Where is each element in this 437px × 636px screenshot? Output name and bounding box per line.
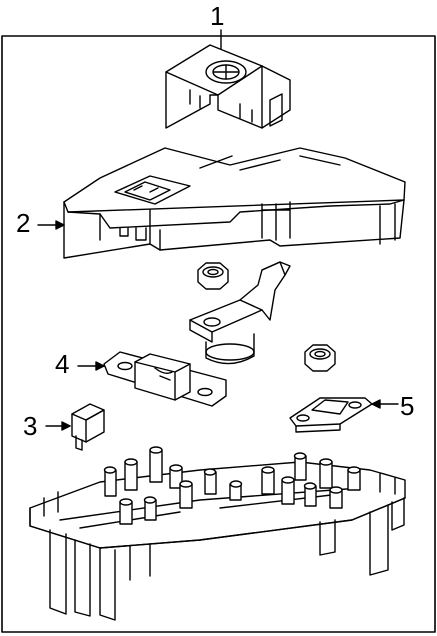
- callout-label-1: 1: [210, 1, 225, 31]
- hex-nut-lower: [304, 344, 336, 372]
- callout-label-4: 4: [55, 349, 70, 379]
- bus-bar-bracket: [189, 261, 291, 365]
- base-terminal-studs: [103, 446, 361, 525]
- terminal-cover-part: [165, 44, 291, 129]
- diagram-frame: [1, 35, 436, 633]
- fuse-box-cover-part: [63, 147, 406, 259]
- callout-label-2: 2: [16, 208, 31, 238]
- callout-label-3: 3: [23, 411, 38, 441]
- mini-fuse-part: [71, 403, 105, 451]
- mega-fuse-part: [103, 351, 227, 407]
- callout-label-5: 5: [400, 391, 415, 421]
- hex-nut-upper: [197, 262, 229, 290]
- fuse-link-part: [289, 397, 373, 433]
